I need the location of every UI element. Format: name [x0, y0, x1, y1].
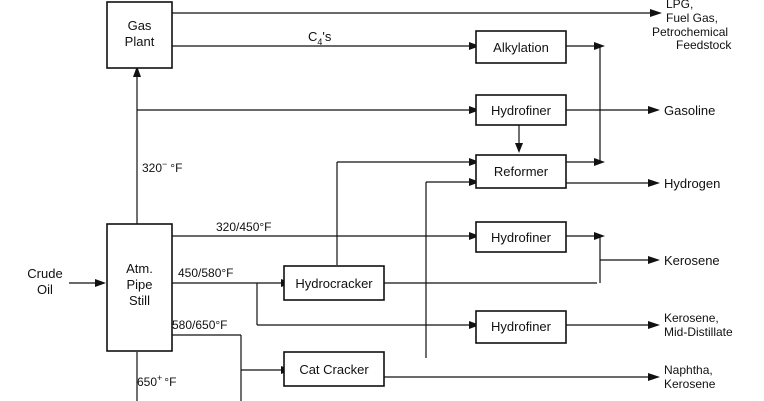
- product-lpg-4: Feedstock: [676, 38, 732, 52]
- product-kerosene-mid-1: Kerosene,: [664, 311, 719, 325]
- svg-text:Reformer: Reformer: [494, 164, 549, 179]
- gas-plant-box: Gas Plant: [106, 1, 173, 69]
- product-labels: LPG, Fuel Gas, Petrochemical Feedstock G…: [652, 0, 733, 391]
- svg-text:Pipe: Pipe: [126, 277, 152, 292]
- product-lpg-2: Fuel Gas,: [666, 11, 718, 25]
- c4-label: C4's: [308, 29, 332, 47]
- crude-label-2: Oil: [37, 282, 53, 297]
- hydrocracker-box: Hydrocracker: [283, 265, 385, 301]
- hydrofiner-low-box: Hydrofiner: [475, 310, 567, 344]
- cat-cracker-box: Cat Cracker: [283, 351, 385, 387]
- pipe-still-box: Atm. Pipe Still: [106, 223, 173, 352]
- svg-text:Atm.: Atm.: [126, 261, 153, 276]
- product-naphtha-2: Kerosene: [664, 377, 716, 391]
- svg-text:Cat Cracker: Cat Cracker: [299, 362, 369, 377]
- product-kerosene: Kerosene: [664, 253, 720, 268]
- reformer-box: Reformer: [475, 154, 567, 189]
- product-lpg-1: LPG,: [666, 0, 693, 11]
- svg-text:Hydrofiner: Hydrofiner: [491, 319, 552, 334]
- alkylation-box: Alkylation: [475, 30, 567, 64]
- cut-320-minus-label: 320−°F: [142, 159, 182, 175]
- product-hydrogen: Hydrogen: [664, 176, 720, 191]
- product-kerosene-mid-2: Mid-Distillate: [664, 325, 733, 339]
- product-gasoline: Gasoline: [664, 103, 715, 118]
- crude-label-1: Crude: [27, 266, 62, 281]
- svg-text:Hydrofiner: Hydrofiner: [491, 103, 552, 118]
- svg-text:Hydrocracker: Hydrocracker: [295, 276, 373, 291]
- svg-text:Plant: Plant: [125, 34, 155, 49]
- svg-text:Alkylation: Alkylation: [493, 40, 549, 55]
- cut-320-450-label: 320/450°F: [216, 220, 272, 234]
- cut-450-580-label: 450/580°F: [178, 266, 234, 280]
- hydrofiner-top-box: Hydrofiner: [475, 94, 567, 126]
- cut-580-650-label: 580/650°F: [172, 318, 228, 332]
- hydrofiner-mid-box: Hydrofiner: [475, 221, 567, 253]
- flow-lines: [69, 12, 650, 401]
- stream-labels: Crude Oil C4's 320−°F 320/450°F 450/580°…: [27, 29, 332, 389]
- product-lpg-3: Petrochemical: [652, 25, 728, 39]
- svg-text:Gas: Gas: [128, 18, 152, 33]
- product-naphtha-1: Naphtha,: [664, 363, 713, 377]
- svg-text:Still: Still: [129, 293, 150, 308]
- cut-650-plus-label: 650+°F: [137, 373, 176, 389]
- svg-text:Hydrofiner: Hydrofiner: [491, 230, 552, 245]
